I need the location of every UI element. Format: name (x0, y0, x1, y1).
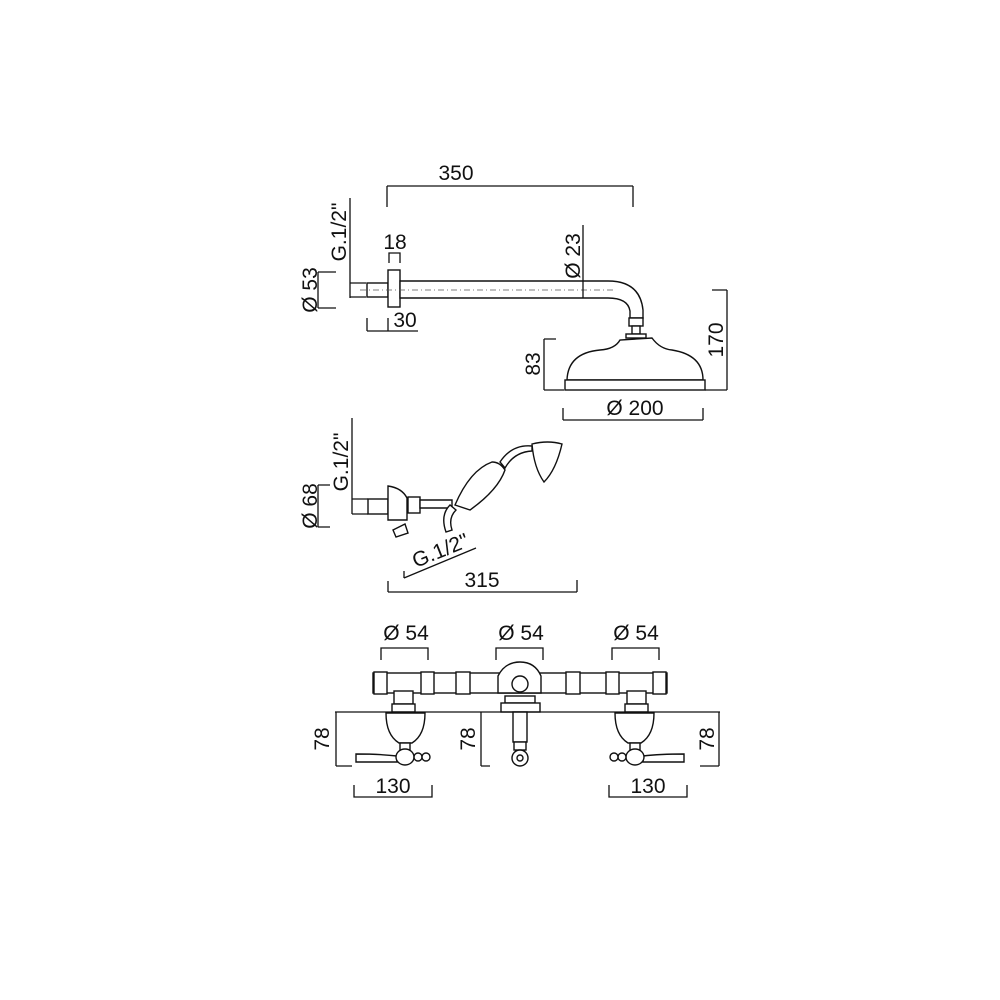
left-diameter-label: Ø 54 (383, 622, 429, 645)
arm-length-label: 350 (438, 162, 473, 185)
hand-shower-head (531, 441, 563, 484)
right-handle-length-label: 130 (630, 775, 665, 798)
right-diameter-label: Ø 54 (613, 622, 659, 645)
wall-flange (387, 269, 401, 308)
shower-arm (399, 280, 644, 319)
overhead-shower-drawing: 350 G.1/2" Ø 53 18 30 Ø 23 83 170 Ø 200 (299, 162, 728, 421)
right-height-label: 78 (696, 727, 719, 750)
flange-thickness-label: 18 (383, 231, 406, 254)
hose (443, 504, 458, 533)
left-height-label: 78 (311, 727, 334, 750)
hand-inlet-thread-label: G.1/2" (330, 433, 353, 492)
center-height-label: 78 (457, 727, 480, 750)
hose-thread-label: G.1/2" (409, 529, 472, 572)
head-diameter-label: Ø 200 (606, 397, 663, 420)
mixer-drawing: Ø 54 Ø 54 Ø 54 (311, 622, 720, 798)
hand-shower-length-label: 315 (464, 569, 499, 592)
left-valve-body (385, 712, 426, 744)
right-valve-body (614, 712, 655, 744)
arm-diameter-label: Ø 23 (562, 233, 585, 279)
wall-elbow (387, 485, 408, 521)
inlet-thread-label: G.1/2" (328, 203, 351, 262)
total-drop-label: 170 (705, 322, 728, 357)
hand-flange-diameter-label: Ø 68 (299, 483, 322, 529)
right-lever (642, 753, 685, 763)
nut-length-label: 30 (393, 309, 416, 332)
hand-shower-handle (454, 461, 506, 511)
center-diameter-label: Ø 54 (498, 622, 544, 645)
left-handle-length-label: 130 (375, 775, 410, 798)
left-lever (355, 753, 398, 763)
flange-diameter-label: Ø 53 (299, 267, 322, 313)
shower-head (566, 337, 704, 381)
head-height-label: 83 (522, 352, 545, 375)
hand-shower-drawing: G.1/2" Ø 68 G.1/2" 315 (299, 418, 578, 593)
